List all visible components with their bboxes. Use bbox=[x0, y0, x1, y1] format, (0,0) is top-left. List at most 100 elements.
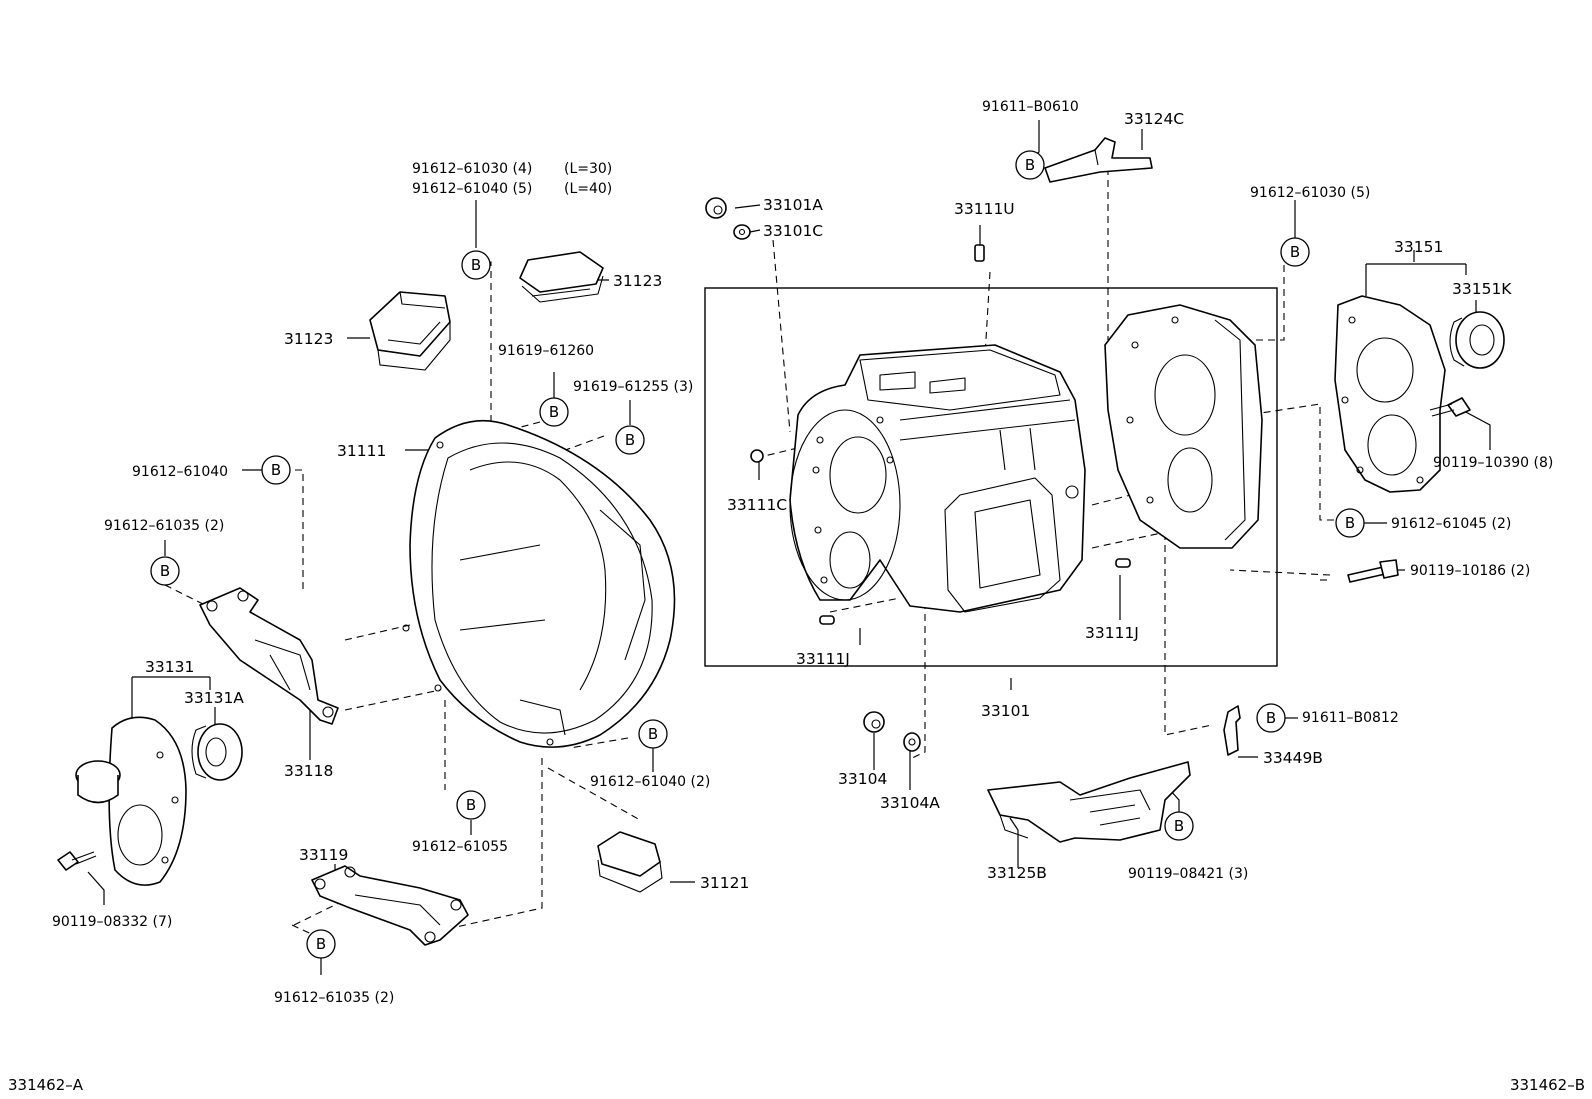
svg-text:B: B bbox=[1290, 243, 1300, 261]
callout-b: B bbox=[306, 929, 336, 959]
svg-text:B: B bbox=[1266, 709, 1276, 727]
callout-b: B bbox=[456, 790, 486, 820]
label-91611-B0610: 91611–B0610 bbox=[982, 99, 1079, 115]
label-33101A: 33101A bbox=[763, 196, 823, 214]
label-90119-10390-8: 90119–10390 (8) bbox=[1433, 455, 1553, 471]
label-l30: (L=30) bbox=[564, 161, 612, 177]
label-91612-61040-5: 91612–61040 (5) bbox=[412, 181, 532, 197]
svg-text:B: B bbox=[625, 431, 635, 449]
label-33104A: 33104A bbox=[880, 794, 940, 812]
callout-b: B bbox=[1280, 237, 1310, 267]
label-31123-right: 31123 bbox=[613, 272, 662, 290]
callout-b: B bbox=[1015, 150, 1045, 180]
nut-33104 bbox=[863, 711, 885, 733]
label-91619-61255-3: 91619–61255 (3) bbox=[573, 379, 693, 395]
callout-b: B bbox=[1164, 811, 1194, 841]
label-91612-61035-2-bottom: 91612–61035 (2) bbox=[274, 990, 394, 1006]
seal-33131A bbox=[191, 723, 243, 781]
label-33118: 33118 bbox=[284, 762, 333, 780]
label-91612-61055: 91612–61055 bbox=[412, 839, 508, 855]
callout-b: B bbox=[539, 397, 569, 427]
callout-b: B bbox=[638, 719, 668, 749]
bracket-33119 bbox=[311, 865, 469, 946]
corner-label-left: 331462–A bbox=[8, 1076, 84, 1094]
pin-33111J-left bbox=[819, 615, 835, 625]
label-33125B: 33125B bbox=[987, 864, 1047, 882]
label-91612-61030-4: 91612–61030 (4) bbox=[412, 161, 532, 177]
boot-31123-right bbox=[519, 251, 604, 303]
pin-33111J-right bbox=[1115, 558, 1131, 568]
label-33131: 33131 bbox=[145, 658, 194, 676]
pin-33111U bbox=[974, 244, 985, 262]
label-33119: 33119 bbox=[299, 846, 348, 864]
svg-text:B: B bbox=[1025, 156, 1035, 174]
label-33104: 33104 bbox=[838, 770, 887, 788]
dashed-connectors bbox=[164, 168, 1338, 939]
seal-33151K bbox=[1449, 311, 1505, 369]
nut-33101A bbox=[705, 197, 727, 219]
callout-b: B bbox=[150, 556, 180, 586]
bolt-90119-10390 bbox=[1429, 397, 1471, 417]
protector-33125B bbox=[987, 761, 1191, 843]
label-31121: 31121 bbox=[700, 874, 749, 892]
corner-label-right: 331462–B bbox=[1510, 1076, 1585, 1094]
label-33101: 33101 bbox=[981, 702, 1030, 720]
label-91612-61030-5: 91612–61030 (5) bbox=[1250, 185, 1370, 201]
svg-text:B: B bbox=[1174, 817, 1184, 835]
lever-33124C bbox=[1044, 137, 1153, 183]
label-33124C: 33124C bbox=[1124, 110, 1184, 128]
part-labels: 91612–61030 (4) (L=30) 91612–61040 (5) (… bbox=[8, 99, 1585, 1094]
callout-b: B bbox=[1256, 703, 1286, 733]
label-91612-61040: 91612–61040 bbox=[132, 464, 228, 480]
leader-lines bbox=[87, 120, 1491, 975]
svg-text:B: B bbox=[316, 935, 326, 953]
callout-b: B bbox=[615, 425, 645, 455]
label-91612-61040-2: 91612–61040 (2) bbox=[590, 774, 710, 790]
washer-33101C bbox=[733, 224, 751, 240]
label-33449B: 33449B bbox=[1263, 749, 1323, 767]
svg-text:B: B bbox=[549, 403, 559, 421]
label-91612-61035-2-top: 91612–61035 (2) bbox=[104, 518, 224, 534]
label-91612-61045-2: 91612–61045 (2) bbox=[1391, 516, 1511, 532]
label-33101C: 33101C bbox=[763, 222, 823, 240]
label-91619-61260: 91619–61260 bbox=[498, 343, 594, 359]
label-33111U: 33111U bbox=[954, 200, 1015, 218]
retainer-33131 bbox=[75, 716, 187, 886]
label-90119-10186-2: 90119–10186 (2) bbox=[1410, 563, 1530, 579]
label-31111: 31111 bbox=[337, 442, 386, 460]
svg-text:B: B bbox=[1345, 514, 1355, 532]
boot-31123-left bbox=[369, 291, 451, 371]
svg-text:B: B bbox=[648, 725, 658, 743]
rear-housing-33151 bbox=[1334, 295, 1446, 493]
svg-text:B: B bbox=[271, 461, 281, 479]
washer-33104A bbox=[903, 732, 921, 752]
label-33131A: 33131A bbox=[184, 689, 244, 707]
bolt-90119-08332 bbox=[57, 851, 97, 871]
label-90119-08421-3: 90119–08421 (3) bbox=[1128, 866, 1248, 882]
label-33151K: 33151K bbox=[1452, 280, 1512, 298]
boot-31121 bbox=[597, 831, 663, 893]
bolt-90119-10186 bbox=[1347, 559, 1399, 583]
label-l40: (L=40) bbox=[564, 181, 612, 197]
callout-b: B bbox=[261, 455, 291, 485]
label-33111C: 33111C bbox=[727, 496, 787, 514]
label-31123-left: 31123 bbox=[284, 330, 333, 348]
transmission-case bbox=[789, 344, 1086, 613]
svg-text:B: B bbox=[471, 256, 481, 274]
bracket-33118 bbox=[199, 587, 339, 725]
b-callouts: B B B B B B B B B B B B B bbox=[150, 150, 1365, 959]
intermediate-plate bbox=[1104, 304, 1263, 549]
svg-text:B: B bbox=[160, 562, 170, 580]
callout-b: B bbox=[1335, 508, 1365, 538]
callout-b: B bbox=[461, 250, 491, 280]
label-33111J-right: 33111J bbox=[1085, 624, 1139, 642]
svg-text:B: B bbox=[466, 796, 476, 814]
label-90119-08332-7: 90119–08332 (7) bbox=[52, 914, 172, 930]
label-91611-B0812: 91611–B0812 bbox=[1302, 710, 1399, 726]
assembly-frame-33101 bbox=[704, 287, 1278, 667]
clutch-housing-31111 bbox=[402, 419, 676, 748]
label-33111J-left: 33111J bbox=[796, 650, 850, 668]
clip-33449B bbox=[1223, 705, 1241, 756]
pin-33111C bbox=[750, 449, 764, 463]
